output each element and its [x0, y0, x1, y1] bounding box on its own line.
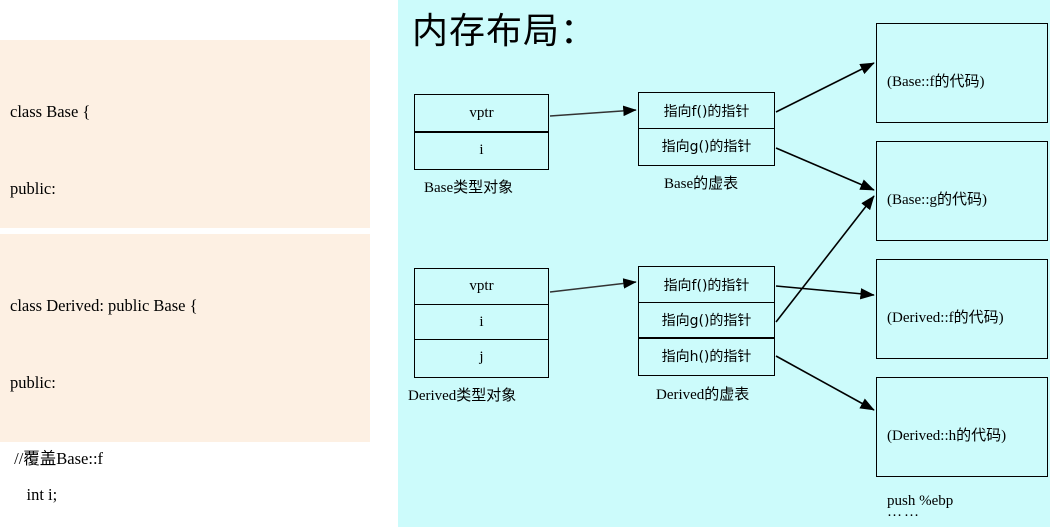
- asm-header: (Base::g的代码): [887, 192, 987, 208]
- derived-object-box: vptr i j: [414, 268, 549, 378]
- derived-vtable-entry-f: 指向f()的指针: [663, 277, 750, 294]
- base-vtable-label: Base的虚表: [664, 176, 739, 192]
- asm-ellipsis: ……: [887, 503, 921, 520]
- base-object-label: Base类型对象: [424, 180, 514, 196]
- base-g-code-box: (Base::g的代码) push %ebp mov %esp,%ebp ……: [876, 141, 1048, 402]
- base-object-row-vptr: vptr: [469, 104, 494, 121]
- arrow-derivedvt-g-to-baseg: [775, 195, 875, 323]
- asm-header: (Base::f的代码): [887, 74, 985, 90]
- arrow-derivedvt-f-to-derivedf: [775, 285, 875, 300]
- code-line: class Base {: [10, 102, 91, 121]
- derived-h-code-box: (Derived::h的代码) push %ebp mov %esp,%ebp …: [876, 377, 1048, 509]
- derived-object-label: Derived类型对象: [408, 388, 517, 404]
- diagram-title: 内存布局：: [412, 11, 598, 52]
- code-line: class Derived: public Base {: [10, 296, 198, 315]
- base-object-box: vptr i: [414, 94, 549, 170]
- derived-vtable-entry-g: 指向g()的指针: [639, 302, 774, 337]
- arrow-basevt-f-to-basef: [775, 62, 875, 113]
- base-vtable-entry-g: 指向g()的指针: [639, 128, 774, 163]
- code-line: int i;: [10, 484, 58, 504]
- derived-object-row-i: i: [415, 304, 548, 339]
- asm-header: (Derived::h的代码): [887, 428, 1007, 444]
- derived-object-row-j: j: [415, 339, 548, 374]
- base-vtable-box: 指向f()的指针 指向g()的指针: [638, 92, 775, 166]
- arrow-derived-vptr-to-vtable: [549, 278, 637, 293]
- asm-header: (Derived::f的代码): [887, 310, 1004, 326]
- code-line: virtual void f();: [10, 523, 360, 527]
- code-line: //覆盖Base::f: [10, 449, 104, 468]
- derived-vtable-label: Derived的虚表: [656, 387, 750, 403]
- base-class-code-panel: class Base { public: virtual void f(); v…: [0, 40, 370, 504]
- code-line: public:: [10, 372, 56, 392]
- base-object-row-i: i: [415, 131, 548, 167]
- code-line: public:: [10, 178, 56, 198]
- derived-class-code-panel: class Derived: public Base { public: //覆…: [0, 234, 370, 527]
- memory-layout-diagram: 内存布局： vptr i: [398, 0, 1050, 527]
- arrow-basevt-g-to-baseg: [775, 147, 875, 191]
- base-f-code-box: (Base::f的代码) push %ebp mov %esp,%ebp ……: [876, 23, 1048, 284]
- base-vtable-entry-f: 指向f()的指针: [663, 103, 750, 120]
- derived-vtable-entry-h: 指向h()的指针: [639, 337, 774, 372]
- derived-f-code-box: (Derived::f的代码) push %ebp mov %esp,%ebp …: [876, 259, 1048, 520]
- derived-vtable-box: 指向f()的指针 指向g()的指针 指向h()的指针: [638, 266, 775, 376]
- arrow-derivedvt-h-to-derivedh: [775, 355, 875, 411]
- arrow-base-vptr-to-vtable: [549, 105, 637, 117]
- derived-object-row-vptr: vptr: [469, 278, 494, 294]
- asm-line: push %ebp: [887, 492, 954, 509]
